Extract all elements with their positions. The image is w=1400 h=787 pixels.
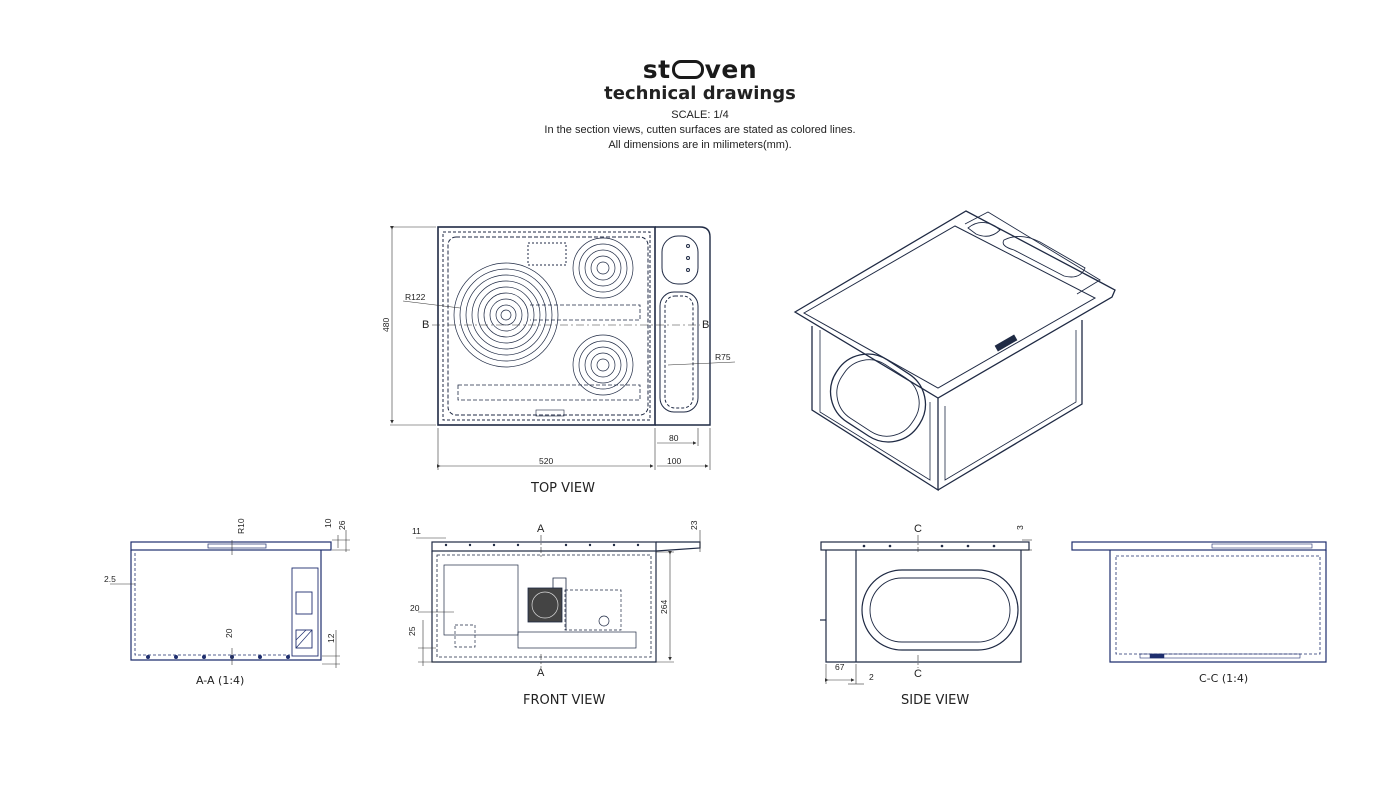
rear-burner — [572, 237, 634, 299]
side-view-dimensions — [825, 535, 1032, 685]
top-view-drawing — [437, 226, 711, 426]
section-marker-a-top: A — [537, 523, 545, 535]
section-cc-label: C-C (1:4) — [1199, 672, 1249, 685]
side-view-drawing — [820, 541, 1030, 663]
top-view-label: TOP VIEW — [531, 481, 595, 496]
section-marker-c-bottom: C — [914, 668, 922, 680]
dim-top-r122: R122 — [405, 292, 426, 302]
section-marker-b-right: B — [702, 319, 710, 331]
page-subtitle: technical drawings — [604, 83, 796, 104]
dim-fv-11: 11 — [412, 526, 421, 536]
section-marker-c-top: C — [914, 523, 922, 535]
dim-sv-3: 3 — [1015, 525, 1025, 530]
front-burner — [572, 334, 634, 396]
top-view-dimensions — [390, 226, 736, 470]
dim-fv-23: 23 — [689, 520, 699, 530]
dim-sv-2: 2 — [869, 672, 874, 682]
dim-top-width: 520 — [539, 456, 554, 466]
logo-o-shape — [671, 60, 704, 79]
dim-aa-2-5: 2.5 — [104, 574, 116, 584]
front-view-label: FRONT VIEW — [523, 693, 606, 708]
dim-aa-10: 10 — [323, 518, 333, 528]
section-cc-drawing — [1071, 541, 1327, 663]
dim-aa-20: 20 — [224, 628, 234, 638]
dim-aa-26: 26 — [337, 520, 347, 530]
large-burner — [453, 262, 559, 368]
dim-sv-67: 67 — [835, 662, 845, 672]
dim-fv-264: 264 — [659, 599, 669, 614]
front-view-drawing — [431, 541, 701, 663]
dim-top-r75: R75 — [715, 352, 731, 362]
section-aa-drawing — [130, 541, 332, 661]
section-note: In the section views, cutten surfaces ar… — [544, 124, 856, 136]
side-view-label: SIDE VIEW — [901, 693, 970, 708]
section-aa-dimensions — [110, 530, 350, 668]
dim-aa-r10: R10 — [236, 518, 246, 534]
section-aa-label: A-A (1:4) — [196, 674, 245, 687]
dim-fv-20: 20 — [410, 603, 420, 613]
scale-note: SCALE: 1/4 — [671, 109, 729, 121]
section-marker-a-bottom: A — [537, 667, 545, 679]
front-view-dimensions — [416, 530, 701, 668]
units-note: All dimensions are in milimeters(mm). — [608, 139, 792, 151]
dim-top-100: 100 — [667, 456, 682, 466]
dim-top-height: 480 — [381, 317, 391, 332]
dim-top-80: 80 — [669, 433, 679, 443]
dim-fv-25: 25 — [407, 626, 417, 636]
isometric-view-drawing — [793, 210, 1116, 492]
dim-aa-12: 12 — [326, 633, 336, 643]
section-marker-b-left: B — [422, 319, 430, 331]
